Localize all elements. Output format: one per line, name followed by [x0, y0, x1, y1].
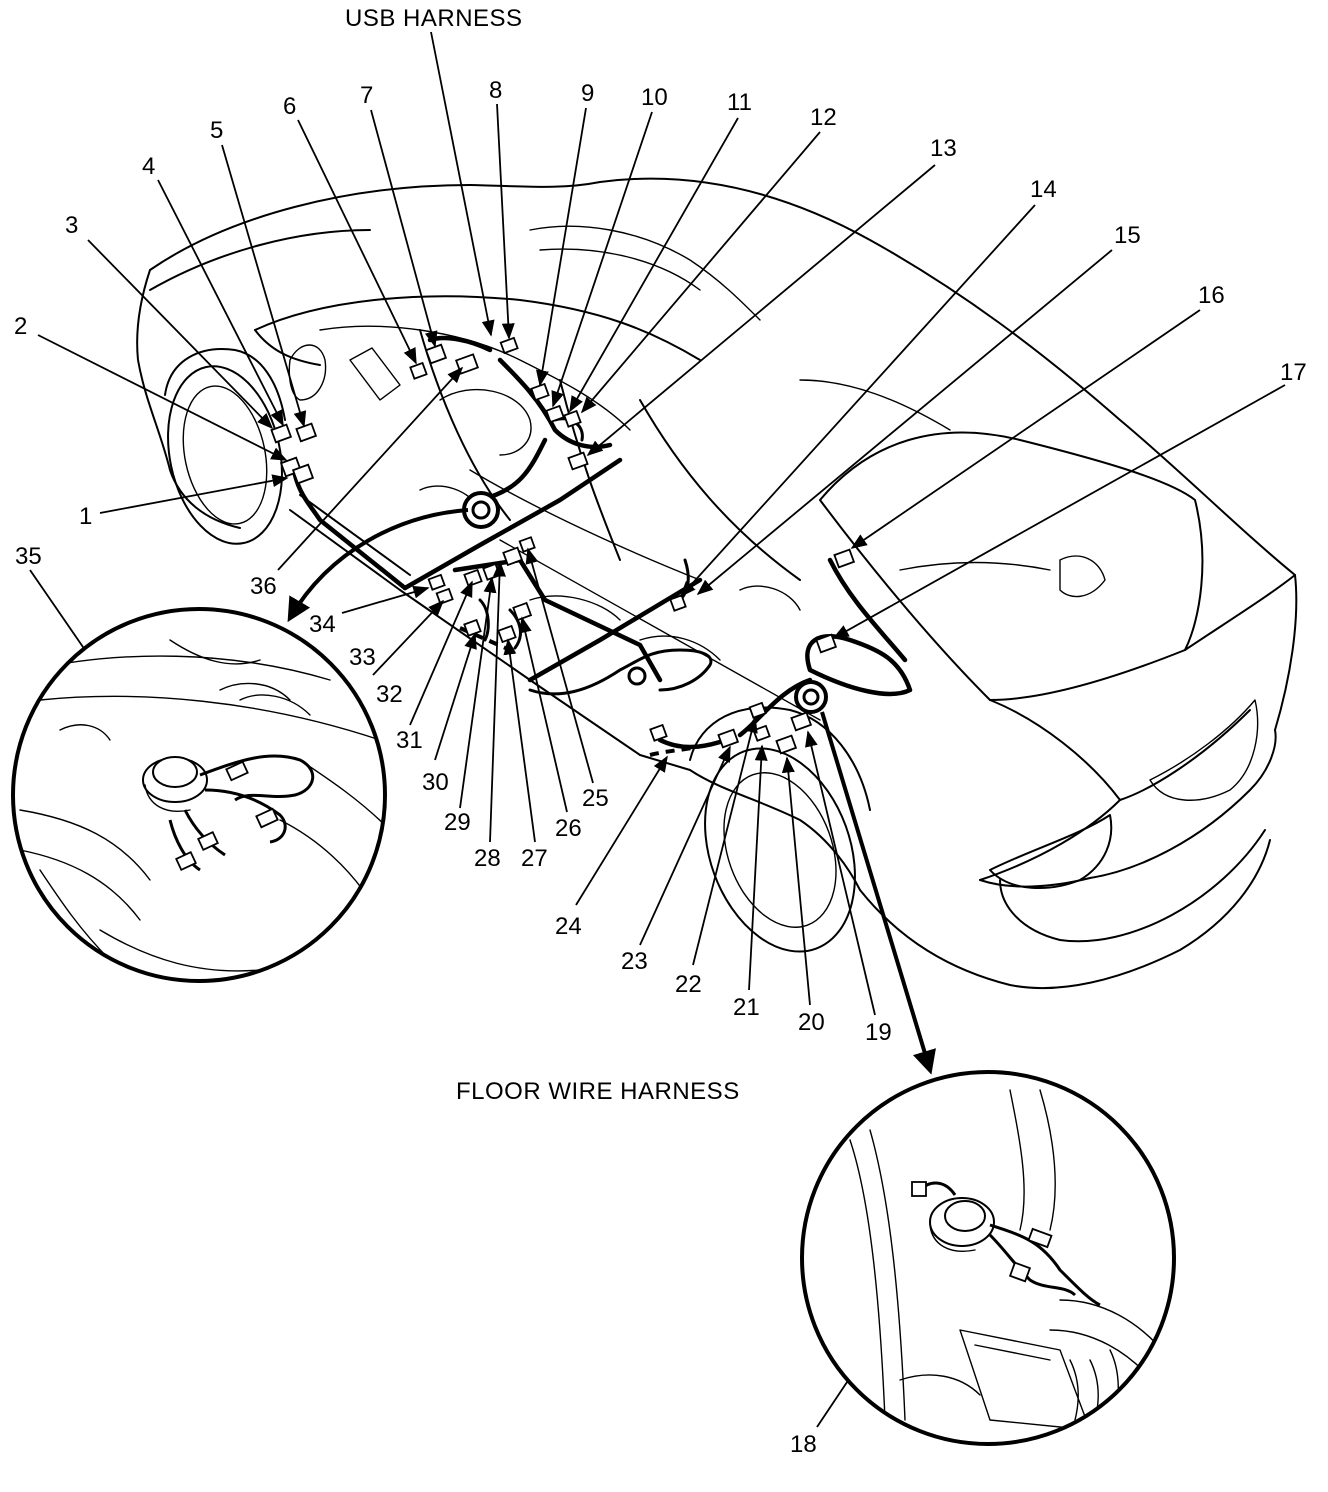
callout-12: 12 — [810, 104, 837, 131]
callout-30: 30 — [422, 769, 449, 796]
callout-35: 35 — [15, 543, 42, 570]
callout-9: 9 — [581, 80, 594, 107]
callout-28: 28 — [474, 845, 501, 872]
callout-26: 26 — [555, 815, 582, 842]
callout-3: 3 — [65, 212, 78, 239]
callout-25: 25 — [582, 785, 609, 812]
callout-4: 4 — [142, 153, 155, 180]
callout-19: 19 — [865, 1019, 892, 1046]
callout-24: 24 — [555, 913, 582, 940]
ground-point-left — [462, 491, 500, 529]
usb-harness-label: USB HARNESS — [345, 5, 523, 32]
callout-32: 32 — [376, 681, 403, 708]
callout-21: 21 — [733, 994, 760, 1021]
harness-clip — [627, 666, 647, 686]
floor-wire-harness-label: FLOOR WIRE HARNESS — [456, 1078, 740, 1105]
callout-labels: USB HARNESS FLOOR WIRE HARNESS 1 2 3 4 5… — [14, 5, 1307, 1458]
callout-7: 7 — [360, 82, 373, 109]
callout-29: 29 — [444, 809, 471, 836]
callout-2: 2 — [14, 313, 27, 340]
callout-10: 10 — [641, 84, 668, 111]
car-body-outline — [136, 177, 1298, 990]
callout-13: 13 — [930, 135, 957, 162]
callout-18: 18 — [790, 1431, 817, 1458]
callout-33: 33 — [349, 644, 376, 671]
callout-15: 15 — [1114, 222, 1141, 249]
callout-31: 31 — [396, 727, 423, 754]
leader-lines — [29, 31, 1286, 1428]
callout-23: 23 — [621, 948, 648, 975]
callout-27: 27 — [521, 845, 548, 872]
callout-17: 17 — [1280, 359, 1307, 386]
callout-22: 22 — [675, 971, 702, 998]
callout-14: 14 — [1030, 176, 1057, 203]
callout-20: 20 — [798, 1009, 825, 1036]
callout-1: 1 — [79, 503, 92, 530]
detail-view-ground-35 — [11, 607, 387, 983]
callout-11: 11 — [727, 89, 752, 116]
callout-16: 16 — [1198, 282, 1225, 309]
ground-point-right — [794, 680, 828, 714]
callout-34: 34 — [309, 611, 336, 638]
callout-36: 36 — [250, 573, 277, 600]
detail-view-ground-18 — [800, 1070, 1176, 1446]
callout-6: 6 — [283, 93, 296, 120]
callout-5: 5 — [210, 117, 223, 144]
callout-8: 8 — [489, 77, 502, 104]
